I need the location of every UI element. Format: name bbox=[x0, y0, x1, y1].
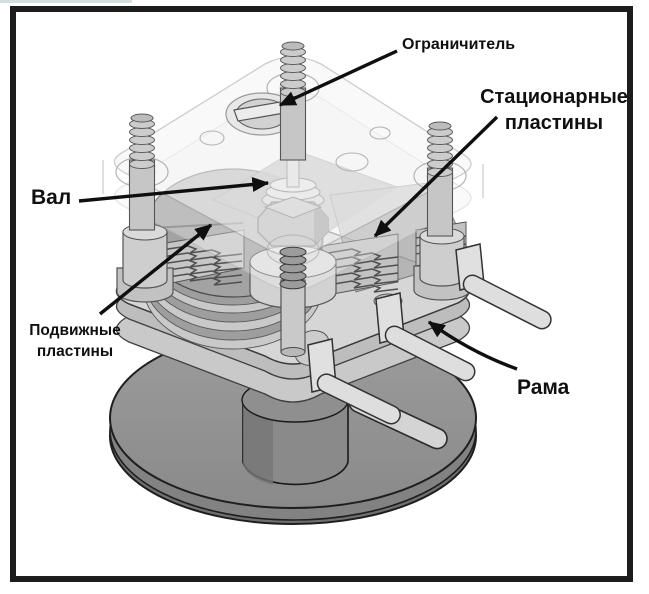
terminal-lug-middle bbox=[375, 292, 476, 382]
corner-screw-back bbox=[279, 41, 307, 161]
label-frame: Рама bbox=[517, 376, 570, 399]
limiter-arrow bbox=[278, 49, 398, 107]
label-stationary-line2: пластины bbox=[504, 112, 604, 134]
frame-arrow bbox=[427, 320, 518, 371]
stationary-plates-right bbox=[321, 233, 399, 297]
label-stationary-plates: Стационарные пластины bbox=[478, 84, 630, 136]
shaft-arrow bbox=[78, 177, 270, 203]
label-movable-line1: Подвижные bbox=[29, 322, 121, 339]
corner-screw-front bbox=[279, 246, 307, 357]
movable-plates-arrow bbox=[98, 223, 213, 316]
label-shaft: Вал bbox=[31, 186, 72, 209]
corner-screw-left bbox=[128, 113, 156, 231]
label-movable-line2: пластины bbox=[36, 343, 114, 360]
mounting-disc bbox=[109, 327, 477, 525]
screenshot-artifact-line bbox=[0, 0, 132, 3]
label-stationary-line1: Стационарные bbox=[480, 86, 628, 108]
label-movable-plates: Подвижные пластины bbox=[20, 320, 130, 362]
terminal-lug-right bbox=[455, 243, 552, 330]
label-limiter: Ограничитель bbox=[402, 36, 516, 53]
stationary-plates-arrow bbox=[373, 115, 499, 238]
terminal-lug-left bbox=[307, 338, 401, 425]
